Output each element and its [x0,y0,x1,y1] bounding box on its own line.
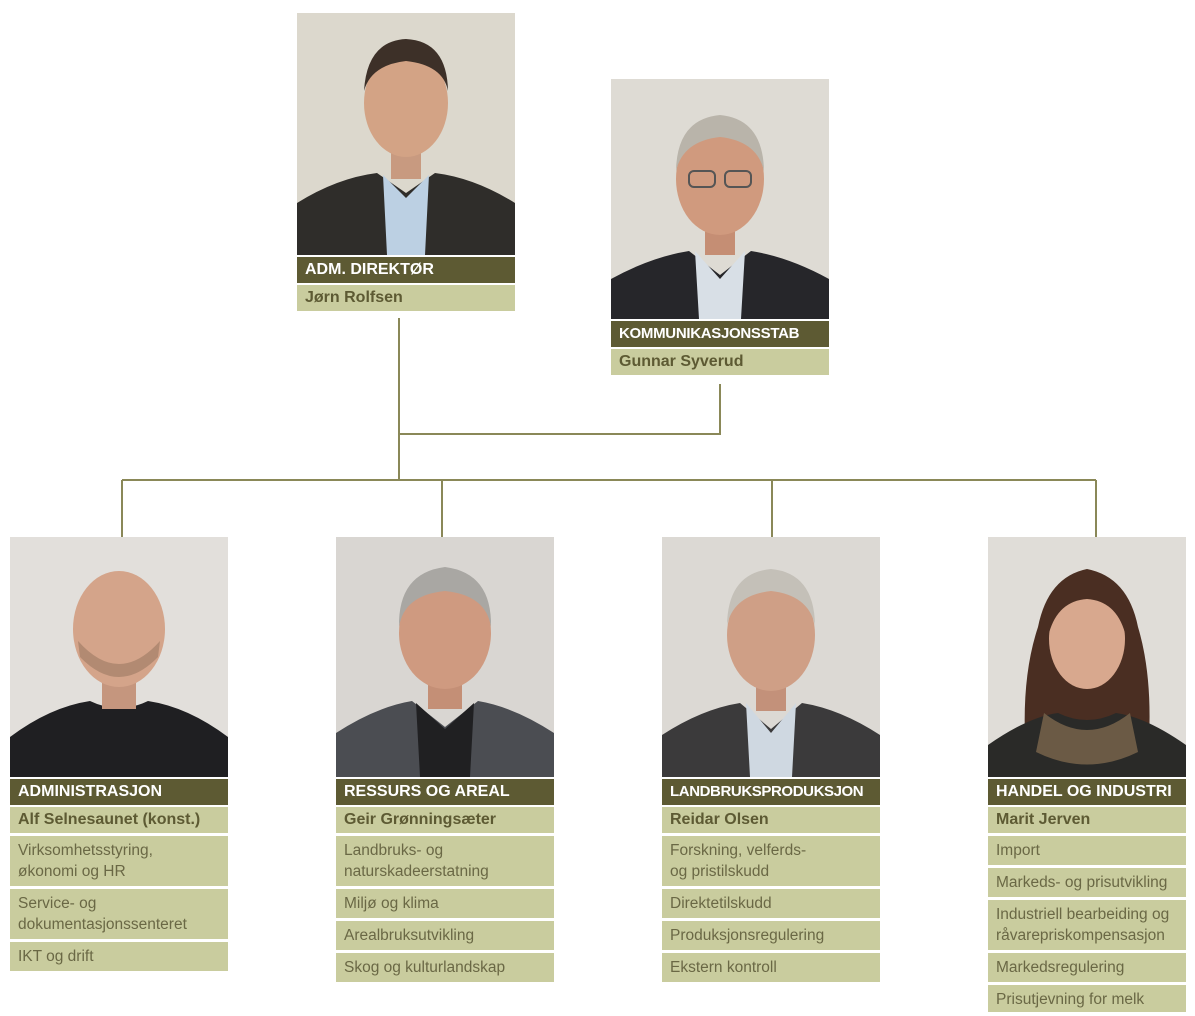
staff-title: KOMMUNIKASJONSSTAB [611,321,829,347]
director-node: ADM. DIREKTØR Jørn Rolfsen [297,13,515,311]
responsibility-item: Ekstern kontroll [662,953,880,982]
staff-name: Gunnar Syverud [611,349,829,375]
responsibility-item: Prisutjevning for melk [988,985,1186,1012]
department-title: ADMINISTRASJON [10,779,228,805]
department-head-name: Alf Selnesaunet (konst.) [10,807,228,833]
director-name: Jørn Rolfsen [297,285,515,311]
department-photo [336,537,554,777]
department-handel-og-industri: HANDEL OG INDUSTRI Marit Jerven Import M… [988,537,1186,1012]
department-photo [988,537,1186,777]
department-title: HANDEL OG INDUSTRI [988,779,1186,805]
responsibility-item: Direktetilskudd [662,889,880,918]
staff-node: KOMMUNIKASJONSSTAB Gunnar Syverud [611,79,829,375]
department-photo [10,537,228,777]
department-head-name: Geir Grønningsæter [336,807,554,833]
staff-photo [611,79,829,319]
department-head-name: Reidar Olsen [662,807,880,833]
responsibility-item: Skog og kulturlandskap [336,953,554,982]
responsibility-item: Import [988,836,1186,865]
department-photo [662,537,880,777]
department-landbruksproduksjon: LANDBRUKSPRODUKSJON Reidar Olsen Forskni… [662,537,880,982]
director-photo [297,13,515,255]
responsibility-item: Forskning, velferds-og pristilskudd [662,836,880,886]
department-head-name: Marit Jerven [988,807,1186,833]
department-administrasjon: ADMINISTRASJON Alf Selnesaunet (konst.) … [10,537,228,971]
department-title: LANDBRUKSPRODUKSJON [662,779,880,805]
department-ressurs-og-areal: RESSURS OG AREAL Geir Grønningsæter Land… [336,537,554,982]
responsibility-item: Virksomhetsstyring,økonomi og HR [10,836,228,886]
department-title: RESSURS OG AREAL [336,779,554,805]
responsibility-item: IKT og drift [10,942,228,971]
responsibility-item: Markeds- og prisutvikling [988,868,1186,897]
responsibility-item: Miljø og klima [336,889,554,918]
responsibility-item: Arealbruksutvikling [336,921,554,950]
responsibility-item: Markedsregulering [988,953,1186,982]
responsibility-item: Produksjonsregulering [662,921,880,950]
director-title: ADM. DIREKTØR [297,257,515,283]
